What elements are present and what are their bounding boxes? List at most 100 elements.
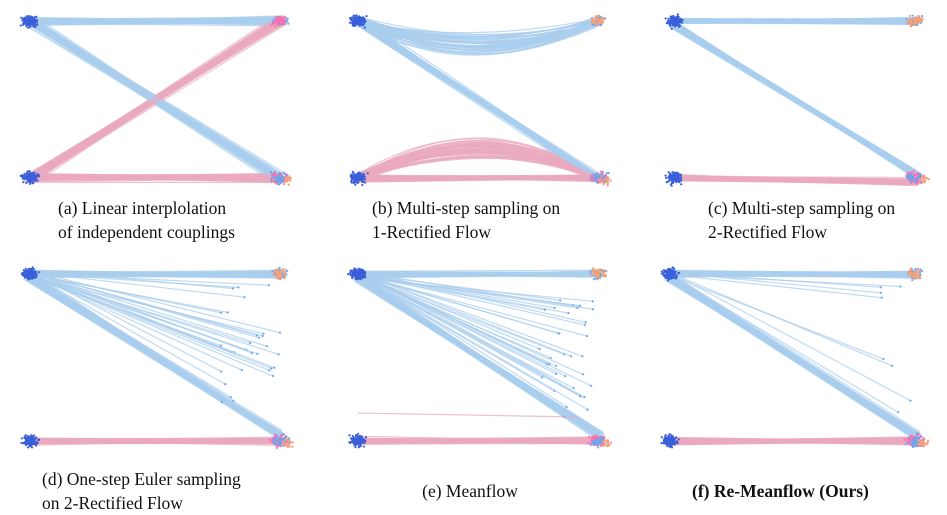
- point: [364, 272, 366, 274]
- point: [25, 182, 27, 184]
- point: [32, 178, 34, 180]
- point: [241, 369, 243, 371]
- point: [593, 273, 595, 275]
- source-cluster-top: [347, 267, 366, 280]
- point: [597, 268, 599, 270]
- point: [607, 442, 609, 444]
- point: [673, 267, 675, 269]
- point: [358, 23, 360, 25]
- point: [357, 271, 359, 273]
- caption-f-line-1: (f) Re-Meanflow (Ours): [692, 479, 869, 503]
- point: [25, 277, 27, 279]
- point: [608, 172, 610, 174]
- point: [910, 175, 912, 177]
- point: [573, 387, 575, 389]
- point: [287, 23, 289, 25]
- point: [593, 278, 595, 280]
- point: [908, 176, 910, 178]
- point: [671, 181, 673, 183]
- point: [605, 270, 607, 272]
- point: [915, 268, 917, 270]
- point: [679, 180, 681, 182]
- point: [280, 22, 282, 24]
- point: [928, 178, 930, 180]
- point: [672, 172, 674, 174]
- point: [923, 437, 925, 439]
- point: [598, 15, 600, 17]
- point: [232, 287, 234, 289]
- point: [227, 311, 229, 313]
- point: [592, 308, 594, 310]
- point: [284, 442, 286, 444]
- point: [921, 15, 923, 17]
- point: [880, 292, 882, 294]
- point: [668, 171, 670, 173]
- point: [353, 269, 355, 271]
- point: [905, 443, 907, 445]
- point: [557, 332, 559, 334]
- point: [356, 18, 358, 20]
- point: [365, 15, 367, 17]
- flow-line: [358, 413, 578, 417]
- point: [362, 16, 364, 18]
- point: [663, 275, 665, 277]
- point: [594, 175, 596, 177]
- point: [581, 355, 583, 357]
- point: [283, 277, 285, 279]
- point: [355, 175, 357, 177]
- point: [354, 177, 356, 179]
- point: [35, 19, 37, 21]
- point: [673, 20, 675, 22]
- point: [32, 438, 34, 440]
- point: [36, 174, 38, 176]
- caption-b: (b) Multi-step sampling on 1-Rectified F…: [372, 196, 560, 244]
- point: [353, 172, 355, 174]
- point: [280, 438, 282, 440]
- caption-b-line-2: 1-Rectified Flow: [372, 220, 560, 244]
- point: [35, 436, 37, 438]
- point: [34, 16, 36, 18]
- point: [275, 181, 277, 183]
- point: [579, 395, 581, 397]
- point: [256, 334, 258, 336]
- point: [666, 271, 668, 273]
- point: [20, 17, 22, 19]
- point: [284, 275, 286, 277]
- point: [680, 18, 682, 20]
- point: [910, 25, 912, 27]
- point: [914, 445, 916, 447]
- point: [281, 175, 283, 177]
- point: [271, 24, 273, 26]
- point: [365, 436, 367, 438]
- point: [268, 369, 270, 371]
- point: [351, 277, 353, 279]
- point: [899, 285, 901, 287]
- point: [355, 180, 357, 182]
- point: [680, 20, 682, 22]
- point: [610, 442, 612, 444]
- caption-c-line-2: 2-Rectified Flow: [708, 220, 895, 244]
- point: [34, 276, 36, 278]
- point: [665, 17, 667, 19]
- point: [678, 438, 680, 440]
- point: [661, 436, 663, 438]
- point: [353, 16, 355, 18]
- point: [921, 270, 923, 272]
- point: [590, 21, 592, 23]
- point: [670, 439, 672, 441]
- point: [913, 18, 915, 20]
- point: [277, 275, 279, 277]
- point: [607, 178, 609, 180]
- point: [881, 297, 883, 299]
- point: [599, 182, 601, 184]
- point: [671, 19, 673, 21]
- point: [594, 179, 596, 181]
- point: [563, 353, 565, 355]
- point: [680, 174, 682, 176]
- point: [352, 24, 354, 26]
- point: [33, 271, 35, 273]
- point: [680, 183, 682, 185]
- point: [583, 396, 585, 398]
- point: [280, 177, 282, 179]
- point: [237, 286, 239, 288]
